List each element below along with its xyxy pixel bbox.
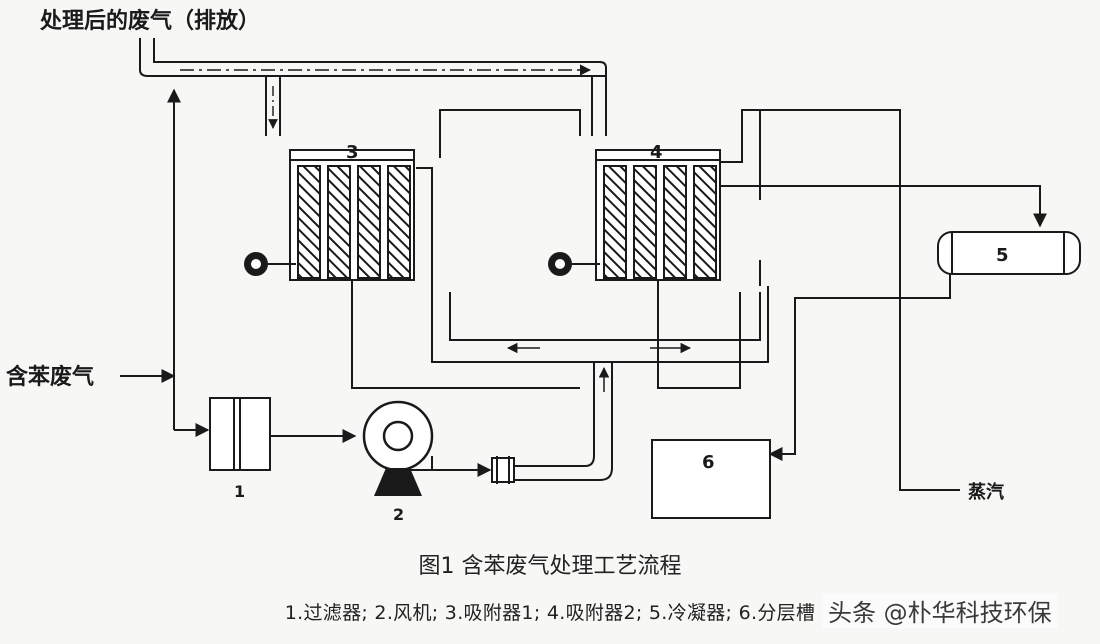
condenser: 5 <box>937 231 1081 275</box>
outlet-label: 处理后的废气（排放） <box>39 8 260 34</box>
steam-valve-2-icon <box>548 252 600 276</box>
figure-caption: 图1 含苯废气处理工艺流程 <box>418 554 682 579</box>
adsorber-1: 3 <box>289 142 415 281</box>
inlet-label: 含苯废气 <box>6 364 94 390</box>
unit-5-number: 5 <box>996 245 1009 266</box>
watermark: 头条 @朴华科技环保 <box>822 593 1058 628</box>
unit-2-number: 2 <box>393 505 404 524</box>
filter: 1 <box>209 397 271 501</box>
steam-valve-1-icon <box>244 252 296 276</box>
inline-valve-icon <box>491 456 515 484</box>
adsorber-2: 4 <box>595 142 721 281</box>
unit-6-number: 6 <box>702 452 715 473</box>
steam-label: 蒸汽 <box>968 481 1004 503</box>
figure-legend: 1.过滤器; 2.风机; 3.吸附器1; 4.吸附器2; 5.冷凝器; 6.分层… <box>284 602 816 624</box>
fan-icon: 2 <box>362 400 434 524</box>
exhaust-pipe <box>139 38 593 136</box>
unit-3-number: 3 <box>346 142 359 163</box>
unit-4-number: 4 <box>650 142 663 163</box>
separator-tank: 6 <box>651 439 771 519</box>
unit-1-number: 1 <box>234 482 245 501</box>
feed-header <box>431 286 769 363</box>
